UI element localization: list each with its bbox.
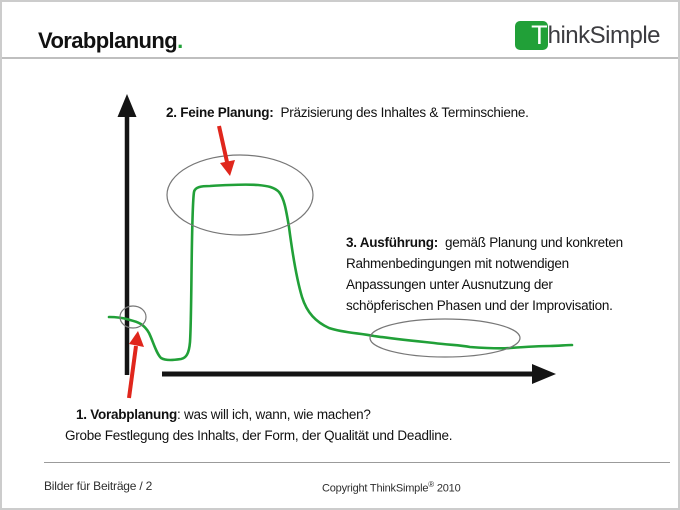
- footer-page-label: Bilder für Beiträge / 2: [44, 479, 153, 493]
- annotation-ausfuehrung-line4: schöpferischen Phasen und der Improvisat…: [346, 298, 613, 313]
- annotation-vorabplanung-line1-text: : was will ich, wann, wie machen?: [177, 407, 371, 422]
- annotation-vorabplanung-line1: 1. Vorabplanung: was will ich, wann, wie…: [65, 404, 452, 425]
- y-axis-arrowhead-icon: [117, 94, 137, 117]
- footer-copyright: Copyright ThinkSimple® 2010: [322, 480, 461, 495]
- footer-copyright-year: 2010: [433, 482, 461, 495]
- footer-copyright-text: Copyright ThinkSimple: [322, 482, 429, 495]
- footer-divider: [44, 462, 670, 463]
- x-axis-arrowhead-icon: [532, 364, 556, 384]
- annotation-ausfuehrung-line1-text: gemäß Planung und konkreten: [438, 235, 623, 250]
- phase3-ellipse: [369, 318, 521, 358]
- red-arrow-vorabplanung: [127, 345, 138, 399]
- annotation-ausfuehrung-line1: 3. Ausführung: gemäß Planung und konkret…: [346, 232, 656, 253]
- annotation-ausfuehrung: 3. Ausführung: gemäß Planung und konkret…: [346, 232, 656, 316]
- phase2-ellipse: [166, 154, 314, 236]
- registered-trademark-icon: ®: [428, 480, 434, 489]
- page-title-text: Vorabplanung: [38, 28, 178, 53]
- logo-wordmark: hinkSimple: [547, 22, 661, 49]
- red-arrow-feine-planung: [217, 125, 229, 163]
- annotation-ausfuehrung-line3: Anpassungen unter Ausnutzung der: [346, 277, 553, 292]
- red-arrow-feine-planung-head-icon: [220, 160, 235, 176]
- phase1-circle: [119, 305, 147, 329]
- logo-letter-t: T: [531, 20, 548, 50]
- annotation-ausfuehrung-line2: Rahmenbedingungen mit notwendigen: [346, 256, 569, 271]
- annotation-vorabplanung-line2: Grobe Festlegung des Inhalts, der Form, …: [65, 428, 453, 443]
- logo-green-square-icon: T: [514, 20, 548, 50]
- annotation-feine-planung-label: 2. Feine Planung:: [166, 105, 274, 120]
- annotation-vorabplanung: 1. Vorabplanung: was will ich, wann, wie…: [65, 404, 452, 446]
- annotation-ausfuehrung-label: 3. Ausführung:: [346, 235, 438, 250]
- red-arrow-vorabplanung-head-icon: [129, 331, 144, 347]
- annotation-feine-planung-text: Präzisierung des Inhaltes & Terminschien…: [273, 105, 529, 120]
- annotation-feine-planung: 2. Feine Planung: Präzisierung des Inhal…: [166, 102, 529, 123]
- page-title-accent-dot: .: [177, 28, 183, 53]
- annotation-vorabplanung-label: 1. Vorabplanung: [76, 407, 178, 422]
- page-title: Vorabplanung.: [38, 28, 183, 54]
- header-divider: [2, 57, 678, 59]
